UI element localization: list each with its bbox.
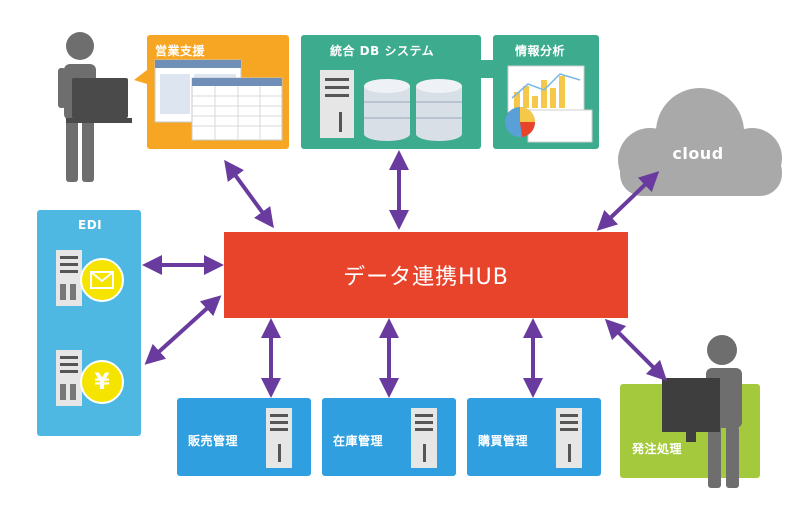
database-cylinder-icon	[364, 79, 410, 141]
user-with-monitor-icon	[662, 335, 742, 488]
arrow-hub-order-processing	[604, 318, 668, 382]
arrow-edi-yen-hub	[144, 295, 222, 365]
inventory-management-server-icon	[411, 408, 437, 468]
edi-label: EDI	[78, 218, 103, 232]
purchasing-management-label: 購買管理	[478, 434, 529, 448]
analysis-charts-icon	[505, 65, 593, 143]
purchasing-management-server-icon	[556, 408, 582, 468]
db-server-icon	[320, 70, 354, 138]
edi-server-mail	[56, 250, 82, 306]
order-processing-label: 発注処理	[632, 442, 683, 456]
cloud-shape	[618, 88, 782, 196]
arrow-sales-support-hub	[224, 159, 274, 229]
data-hub-box	[224, 232, 628, 318]
inventory-management-label: 在庫管理	[333, 434, 384, 448]
database-cylinder-icon	[416, 79, 462, 141]
yen-symbol: ¥	[94, 369, 110, 395]
app-screenshot-icon	[154, 59, 283, 141]
yen-icon: ¥	[80, 360, 124, 404]
sales-management-server-icon	[266, 408, 292, 468]
edi-box	[37, 210, 141, 436]
user-with-laptop-icon	[58, 32, 132, 182]
speech-pointer	[134, 70, 147, 84]
data-hub-label: データ連携HUB	[343, 265, 509, 290]
envelope-icon	[80, 258, 124, 302]
connector-strip	[478, 60, 496, 78]
integrated-db-label: 統合 DB システム	[330, 44, 435, 58]
cloud-label: cloud	[672, 144, 724, 163]
info-analysis-label: 情報分析	[515, 44, 566, 58]
arrow-cloud-hub	[596, 171, 660, 231]
sales-management-label: 販売管理	[188, 434, 239, 448]
edi-server-yen	[56, 350, 82, 406]
connectors	[142, 150, 668, 398]
sales-support-label: 営業支援	[155, 44, 206, 58]
